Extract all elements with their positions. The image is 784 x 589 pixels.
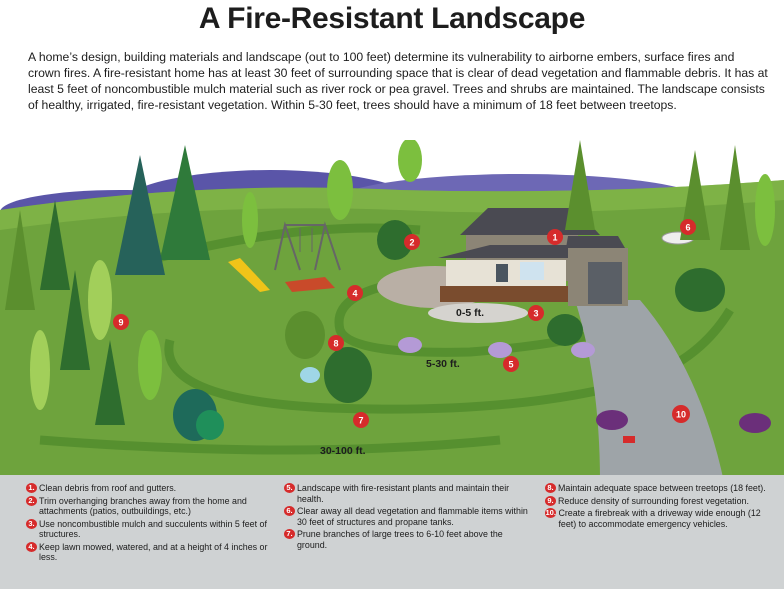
marker-5: 5 — [503, 356, 519, 372]
svg-text:10: 10 — [676, 410, 686, 420]
legend-item: 9.Reduce density of surrounding forest v… — [545, 495, 771, 507]
trees — [5, 140, 775, 441]
svg-text:9: 9 — [118, 318, 123, 328]
sandbox — [285, 277, 335, 292]
shrubs — [300, 337, 771, 433]
swing-set — [274, 221, 341, 271]
marker-6: 6 — [680, 219, 696, 235]
legend-text: Landscape with fire-resistant plants and… — [297, 483, 510, 504]
legend-item: 7.Prune branches of large trees to 6-10 … — [284, 529, 528, 550]
legend-item: 3.Use noncombustible mulch and succulent… — [26, 518, 278, 540]
legend-column-3: 8.Maintain adequate space between treeto… — [545, 483, 771, 531]
legend-column-2: 5.Landscape with fire-resistant plants a… — [284, 483, 528, 552]
landscape-illustration: 0-5 ft. 5-30 ft. 30-100 ft. 1 2 3 4 5 6 … — [0, 140, 784, 482]
svg-text:5: 5 — [508, 360, 513, 370]
marker-4: 4 — [347, 285, 363, 301]
svg-text:6: 6 — [685, 223, 690, 233]
legend-number: 7. — [284, 529, 295, 539]
marker-8: 8 — [328, 335, 344, 351]
legend-number: 9. — [545, 495, 556, 506]
legend-number: 1. — [26, 483, 37, 493]
legend-text: Clean debris from roof and gutters. — [39, 483, 177, 493]
svg-text:7: 7 — [358, 416, 363, 426]
legend-number: 4. — [26, 541, 37, 552]
legend-text: Keep lawn mowed, watered, and at a heigh… — [39, 541, 268, 563]
mailbox — [623, 436, 635, 443]
svg-text:3: 3 — [533, 309, 538, 319]
marker-9: 9 — [113, 314, 129, 330]
zone-label: 0-5 ft. — [456, 307, 484, 319]
slide — [228, 258, 270, 292]
legend-column-1: 1.Clean debris from roof and gutters. 2.… — [26, 483, 278, 565]
legend-number: 8. — [545, 483, 556, 493]
page-title: A Fire-Resistant Landscape — [198, 2, 586, 35]
legend-item: 2.Trim overhanging branches away from th… — [26, 495, 278, 517]
marker-2: 2 — [404, 234, 420, 250]
svg-text:4: 4 — [352, 289, 357, 299]
marker-10: 10 — [672, 405, 690, 423]
legend-text: Trim overhanging branches away from the … — [39, 495, 247, 517]
house — [438, 208, 628, 306]
legend-text: Reduce density of surrounding forest veg… — [558, 495, 749, 506]
svg-text:1: 1 — [552, 233, 557, 243]
legend-item: 1.Clean debris from roof and gutters. — [26, 483, 278, 494]
legend-text: Use noncombustible mulch and succulents … — [39, 518, 267, 540]
marker-7: 7 — [353, 412, 369, 428]
legend-item: 4.Keep lawn mowed, watered, and at a hei… — [26, 541, 278, 563]
legend-item: 8.Maintain adequate space between treeto… — [545, 483, 771, 494]
svg-text:8: 8 — [333, 339, 338, 349]
legend-text: Clear away all dead vegetation and flamm… — [297, 506, 528, 527]
legend-number: 2. — [26, 495, 37, 506]
legend-number: 5. — [284, 483, 295, 493]
legend-number: 6. — [284, 506, 295, 516]
driveway — [575, 300, 724, 482]
legend-item: 10.Create a firebreak with a driveway wi… — [545, 508, 771, 529]
intro-paragraph: A home’s design, building materials and … — [28, 50, 768, 112]
legend-text: Maintain adequate space between treetops… — [558, 483, 766, 493]
zone-label: 30-100 ft. — [320, 445, 366, 457]
legend-item: 5.Landscape with fire-resistant plants a… — [284, 483, 528, 504]
legend-panel: 1.Clean debris from roof and gutters. 2.… — [0, 475, 784, 589]
legend-number: 3. — [26, 518, 37, 529]
legend-item: 6.Clear away all dead vegetation and fla… — [284, 506, 528, 527]
marker-3: 3 — [528, 305, 544, 321]
zone-label: 5-30 ft. — [426, 358, 460, 370]
legend-text: Prune branches of large trees to 6-10 fe… — [297, 529, 503, 550]
svg-text:2: 2 — [409, 238, 414, 248]
marker-1: 1 — [547, 229, 563, 245]
legend-text: Create a firebreak with a driveway wide … — [558, 508, 761, 529]
legend-number: 10. — [545, 508, 557, 518]
